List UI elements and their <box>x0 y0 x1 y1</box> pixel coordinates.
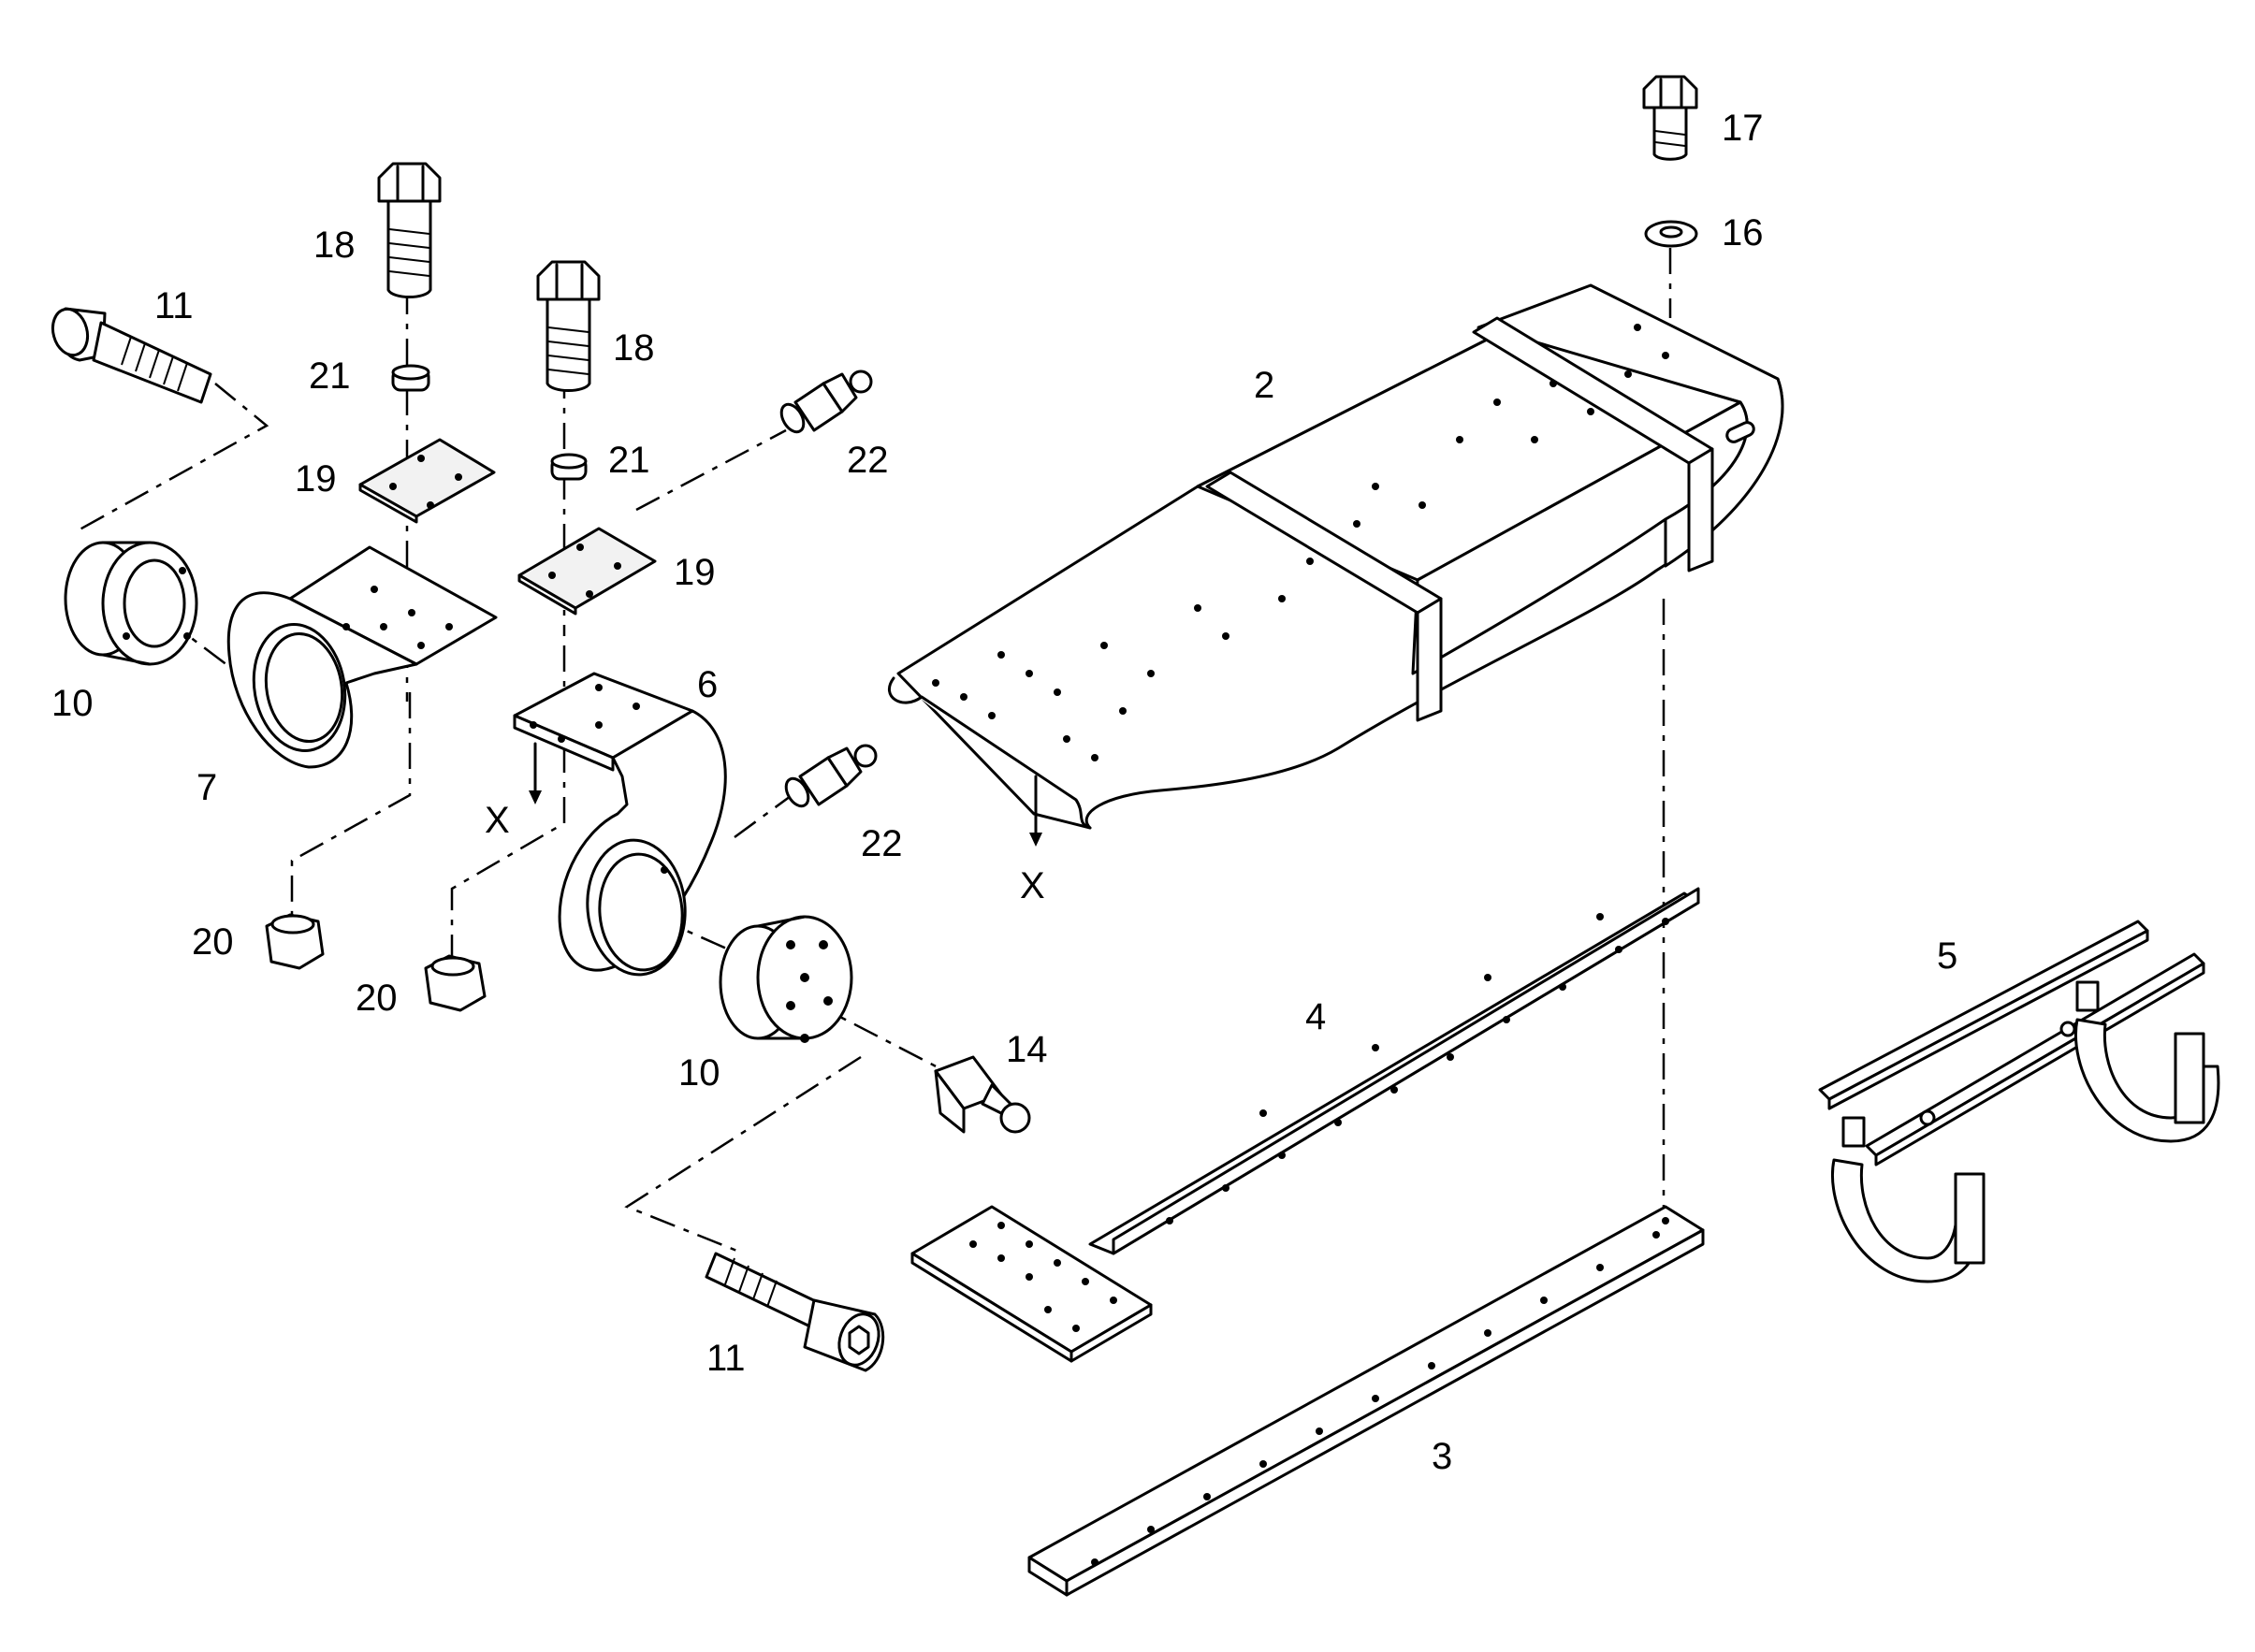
part-19-plate-left <box>358 438 496 524</box>
callout-19-left: 19 <box>295 458 337 500</box>
part-22-fitting-upper <box>779 370 873 434</box>
callout-14: 14 <box>1006 1029 1048 1070</box>
part-5-clamp <box>1818 920 2220 1283</box>
callout-16: 16 <box>1722 212 1764 254</box>
part-10-bushing-left <box>64 541 198 666</box>
part-14-fitting <box>934 1055 1031 1134</box>
callout-11-upper: 11 <box>154 285 194 326</box>
callout-18-left: 18 <box>313 225 356 266</box>
callout-10-left: 10 <box>51 683 94 724</box>
part-2-frame <box>887 283 1784 847</box>
callout-22-lower: 22 <box>861 823 903 864</box>
x-marker-frame: X <box>1020 865 1045 906</box>
part-20-nut-left <box>265 913 325 970</box>
part-11-screw-lower <box>705 1252 885 1372</box>
part-11-screw-upper <box>51 307 212 404</box>
part-6-bracket <box>513 672 727 977</box>
part-16-washer <box>1644 220 1698 248</box>
callout-18-right: 18 <box>613 327 655 369</box>
part-18-bolt-right <box>536 260 601 392</box>
callout-5: 5 <box>1937 935 1957 977</box>
part-3-bar <box>1027 1205 1705 1597</box>
callout-19-right: 19 <box>674 552 716 593</box>
x-marker-bracket: X <box>485 800 510 841</box>
part-19-plate-right <box>517 527 657 616</box>
part-20-nut-right <box>424 954 487 1012</box>
callout-2: 2 <box>1254 365 1274 406</box>
callout-21-right: 21 <box>608 440 650 481</box>
callout-20-left: 20 <box>192 921 234 963</box>
callout-6: 6 <box>697 664 718 705</box>
callout-20-right: 20 <box>356 978 398 1019</box>
callout-4: 4 <box>1305 996 1326 1037</box>
callout-10-right: 10 <box>678 1052 720 1094</box>
callout-7: 7 <box>196 767 217 808</box>
callout-21-left: 21 <box>309 355 351 397</box>
callout-3: 3 <box>1432 1436 1452 1477</box>
part-18-bolt-left <box>377 162 442 298</box>
part-7-bracket <box>226 545 498 769</box>
part-22-fitting-lower <box>784 744 878 808</box>
callout-11-lower: 11 <box>706 1338 746 1379</box>
part-10-bushing-right <box>719 915 853 1043</box>
part-21-washer-left <box>391 364 430 392</box>
callout-22-upper: 22 <box>847 440 889 481</box>
part-21-washer-right <box>550 453 588 481</box>
part-4-plate <box>910 887 1700 1363</box>
callout-17: 17 <box>1722 108 1764 149</box>
part-17-bolt <box>1642 75 1698 161</box>
